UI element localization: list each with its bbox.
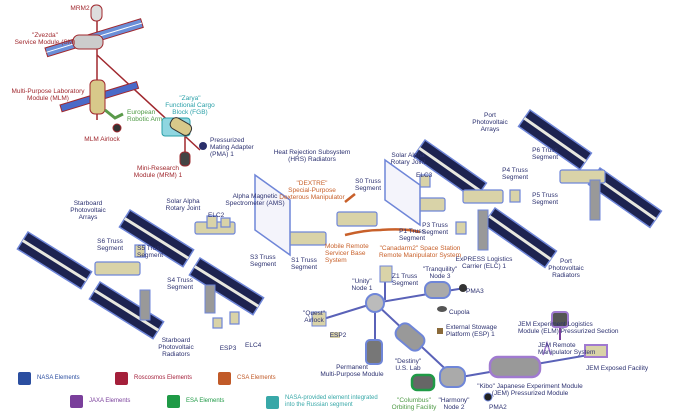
label-elc1: ExPRESS Logistics Carrier (ELC) 1 — [455, 256, 513, 270]
mrm1-module — [179, 151, 191, 167]
label-p1: P1 Truss Segment — [398, 228, 426, 242]
legend-item-csa: CSA Elements — [218, 372, 276, 385]
us-segment-art — [311, 265, 608, 402]
label-stbd-radiators: Starboard Photovoltaic Radiators — [158, 337, 194, 358]
label-esp2: ESP2 — [329, 332, 347, 339]
mlm-airlock — [112, 123, 122, 133]
legend-label: NASA Elements — [37, 375, 80, 381]
legend-label: NASA-provided element integrated into th… — [285, 395, 378, 408]
russian-segment-art — [44, 4, 207, 167]
label-hrs: Heat Rejection Subsystem (HRS) Radiators — [273, 149, 351, 163]
label-mlm-airlock: MLM Airlock — [84, 136, 120, 143]
legend-label: CSA Elements — [237, 375, 276, 381]
label-ams: Alpha Magnetic Spectrometer (AMS) — [225, 193, 285, 207]
label-pmm: Permanent Multi-Purpose Module — [320, 364, 384, 378]
label-pma3: PMA3 — [466, 288, 484, 295]
legend-item-esa: ESA Elements — [167, 395, 224, 408]
legend-swatch — [70, 395, 83, 408]
legend-swatch — [167, 395, 180, 408]
label-z1: Z1 Truss Segment — [392, 273, 419, 287]
label-kibo: "Kibo" Japanese Experiment Module (JEM) … — [477, 383, 583, 397]
canadarm2-art — [344, 193, 421, 237]
radiators — [139, 158, 601, 321]
label-p4: P4 Truss Segment — [501, 167, 529, 181]
label-s4: S4 Truss Segment — [166, 277, 194, 291]
label-zarya: "Zarya" Functional Cargo Block (FGB) — [165, 95, 215, 116]
label-jem-elm: JEM Experiment Logistics Module (ELM) Pr… — [518, 321, 619, 335]
label-harmony: "Harmony" Node 2 — [438, 397, 470, 411]
label-elc4: ELC4 — [245, 342, 262, 349]
label-jem-ef: JEM Exposed Facility — [586, 365, 649, 372]
label-pma1: Pressurized Mating Adapter (PMA) 1 — [210, 137, 254, 158]
label-p5: P5 Truss Segment — [531, 192, 559, 206]
label-s5: S5 Truss Segment — [136, 245, 164, 259]
label-jem-rms: JEM Remote Manipulator System — [538, 342, 596, 356]
legend-swatch — [218, 372, 231, 385]
european-robotic-arm — [104, 108, 124, 120]
label-columbus: "Columbus" Orbiting Facility — [391, 397, 437, 411]
mlm-module — [89, 79, 106, 115]
label-elc3: ELC3 — [416, 172, 433, 179]
label-p3: P3 Truss Segment — [421, 222, 449, 236]
label-dextre: "DEXTRE" Special-Purpose Dexterous Manip… — [279, 180, 345, 201]
legend-swatch — [115, 372, 128, 385]
label-s3: S3 Truss Segment — [250, 254, 277, 268]
label-mrm1: Mini-Research Module (MRM) 1 — [133, 165, 183, 179]
legend-swatch — [266, 395, 279, 409]
label-mlm: Multi-Purpose Laboratory Module (MLM) — [11, 88, 85, 102]
label-zvezda: "Zvezda" Service Module (SM) — [14, 32, 76, 46]
label-pma2: PMA2 — [489, 404, 507, 411]
legend-label: JAXA Elements — [89, 398, 131, 404]
label-esp1: External Stowage Platform (ESP) 1 — [446, 324, 497, 338]
label-stbd-arrays: Starboard Photovoltaic Arrays — [70, 200, 106, 221]
label-sarj-stbd: Solar Alpha Rotary Joint — [165, 198, 201, 212]
label-mrm2: MRM2 — [70, 5, 90, 12]
label-cupola: Cupola — [449, 309, 470, 316]
legend-item-jaxa: JAXA Elements — [70, 395, 130, 408]
legend-swatch — [18, 372, 31, 385]
label-elc2: ELC2 — [208, 212, 225, 219]
zvezda-module — [72, 34, 104, 50]
label-european-robotic-arm: European Robotic Arm — [127, 109, 163, 123]
label-sarj-port: Solar Alpha Rotary Joint — [390, 152, 426, 166]
mrm2-module — [90, 4, 103, 22]
legend-item-nasa-russian: NASA-provided element integrated into th… — [266, 395, 378, 409]
label-quest: "Quest" Airlock — [303, 310, 325, 324]
pma1 — [199, 142, 207, 150]
label-mbs: Mobile Remote Servicer Base System — [325, 243, 369, 264]
legend-item-roscosmos: Roscosmos Elements — [115, 372, 192, 385]
label-p6: P6 Truss Segment — [531, 147, 559, 161]
label-s6: S6 Truss Segment — [96, 238, 124, 252]
label-esp3: ESP3 — [219, 345, 237, 352]
label-port-radiators: Port Photovoltaic Radiators — [548, 258, 584, 279]
label-canadarm2: "Canadarm2" Space Station Remote Manipul… — [378, 245, 462, 259]
label-s1: S1 Truss Segment — [290, 257, 318, 271]
label-port-arrays: Port Photovoltaic Arrays — [472, 112, 508, 133]
label-s0: S0 Truss Segment — [354, 178, 382, 192]
legend-label: ESA Elements — [186, 398, 225, 404]
legend-item-nasa: NASA Elements — [18, 372, 80, 385]
label-destiny: "Destiny" U.S. Lab — [394, 358, 422, 372]
label-tranquility: "Tranquility" Node 3 — [422, 266, 458, 280]
legend-label: Roscosmos Elements — [134, 375, 193, 381]
label-unity: "Unity" Node 1 — [351, 278, 373, 292]
